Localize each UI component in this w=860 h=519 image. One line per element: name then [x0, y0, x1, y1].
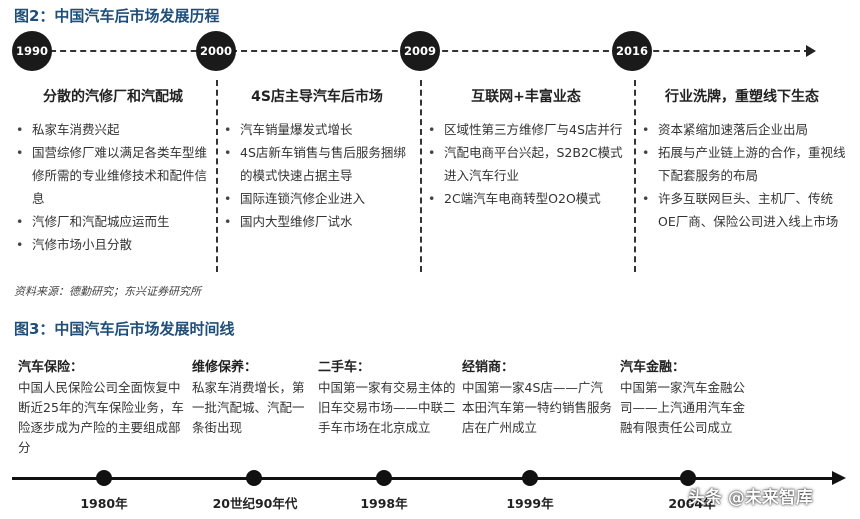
year-label: 2004年 — [668, 496, 716, 511]
era-item: 2C端汽车电商转型O2O模式 — [422, 187, 630, 210]
era-heading: 分散的汽修厂和汽配城 — [43, 89, 183, 105]
event-text: 中国第一家4S店——广汽本田汽车第一特约销售服务店在广州成立 — [462, 380, 613, 435]
era-item: 4S店新车销售与售后服务捆绑的模式快速占据主导 — [218, 141, 416, 187]
era-column-2000: 4S店主导汽车后市场 汽车销量爆发式增长 4S店新车销售与售后服务捆绑的模式快速… — [216, 80, 416, 272]
era-item: 许多互联网巨头、主机厂、传统OE厂商、保险公司进入线上市场 — [636, 187, 848, 233]
year-label: 1980年 — [80, 496, 128, 511]
timeline-arrow-icon — [806, 45, 816, 57]
era-item: 国际连锁汽修企业进入 — [218, 187, 416, 210]
era-item: 私家车消费兴起 — [10, 118, 216, 141]
event-heading: 维修保养： — [192, 360, 258, 375]
event-text: 中国第一家有交易主体的旧车交易市场——中联二手车市场在北京成立 — [318, 380, 456, 435]
year-marker-2009: 2009 — [400, 31, 440, 71]
timeline-axis — [12, 477, 834, 480]
era-item: 汽配电商平台兴起，S2B2C模式进入汽车行业 — [422, 141, 630, 187]
era-item: 汽修市场小且分散 — [10, 233, 216, 256]
year-marker-2000: 2000 — [196, 31, 236, 71]
era-heading: 4S店主导汽车后市场 — [251, 89, 383, 105]
year-label: 1998年 — [360, 496, 408, 511]
era-item: 国内大型维修厂试水 — [218, 210, 416, 233]
event-auto-insurance: 汽车保险： 中国人民保险公司全面恢复中断近25年的汽车保险业务，车险逐步成为产险… — [18, 358, 188, 458]
timeline-dot-1999 — [522, 470, 538, 486]
era-heading: 互联网+丰富业态 — [471, 89, 581, 105]
event-heading: 经销商： — [462, 360, 515, 375]
event-auto-finance: 汽车金融： 中国第一家汽车金融公司——上汽通用汽车金融有限责任公司成立 — [620, 358, 752, 438]
axis-arrow-icon — [832, 471, 846, 485]
era-item: 拓展与产业链上游的合作，重视线下配套服务的布局 — [636, 141, 848, 187]
watermark-text: 头条 @未来智库 — [688, 488, 813, 508]
event-dealer: 经销商： 中国第一家4S店——广汽本田汽车第一特约销售服务店在广州成立 — [462, 358, 612, 438]
era-list: 汽车销量爆发式增长 4S店新车销售与售后服务捆绑的模式快速占据主导 国际连锁汽修… — [218, 118, 416, 233]
event-used-car: 二手车： 中国第一家有交易主体的旧车交易市场——中联二手车市场在北京成立 — [318, 358, 458, 438]
event-text: 中国人民保险公司全面恢复中断近25年的汽车保险业务，车险逐步成为产险的主要组成部… — [18, 380, 184, 455]
era-heading: 行业洗牌，重塑线下生态 — [665, 89, 819, 105]
figure2-title: 图2：中国汽车后市场发展历程 — [14, 7, 220, 25]
event-heading: 汽车金融： — [620, 360, 686, 375]
timeline-dot-1998 — [376, 470, 392, 486]
era-column-2009: 互联网+丰富业态 区域性第三方维修厂与4S店并行 汽配电商平台兴起，S2B2C模… — [420, 80, 630, 272]
era-list: 区域性第三方维修厂与4S店并行 汽配电商平台兴起，S2B2C模式进入汽车行业 2… — [422, 118, 630, 210]
era-item: 汽车销量爆发式增长 — [218, 118, 416, 141]
event-heading: 二手车： — [318, 360, 371, 375]
event-heading: 汽车保险： — [18, 360, 84, 375]
era-item: 国营综修厂难以满足各类车型维修所需的专业维修技术和配件信息 — [10, 141, 216, 210]
timeline-dot-1980 — [96, 470, 112, 486]
year-label: 20世纪90年代 — [212, 496, 298, 511]
era-column-2016: 行业洗牌，重塑线下生态 资本紧缩加速落后企业出局 拓展与产业链上游的合作，重视线… — [634, 80, 848, 272]
era-list: 资本紧缩加速落后企业出局 拓展与产业链上游的合作，重视线下配套服务的布局 许多互… — [636, 118, 848, 233]
era-list: 私家车消费兴起 国营综修厂难以满足各类车型维修所需的专业维修技术和配件信息 汽修… — [10, 118, 216, 256]
year-marker-2016: 2016 — [612, 31, 652, 71]
era-item: 区域性第三方维修厂与4S店并行 — [422, 118, 630, 141]
figure3-title: 图3：中国汽车后市场发展时间线 — [14, 320, 235, 338]
year-label: 1999年 — [506, 496, 554, 511]
timeline-dot-1990s — [246, 470, 262, 486]
event-text: 中国第一家汽车金融公司——上汽通用汽车金融有限责任公司成立 — [620, 380, 746, 435]
source-note: 资料来源：德勤研究；东兴证券研究所 — [14, 285, 201, 298]
timeline-dot-2004 — [680, 470, 696, 486]
event-text: 私家车消费增长，第一批汽配城、汽配一条街出现 — [192, 380, 305, 435]
era-column-1990: 分散的汽修厂和汽配城 私家车消费兴起 国营综修厂难以满足各类车型维修所需的专业维… — [10, 80, 216, 272]
year-marker-1990: 1990 — [12, 31, 52, 71]
event-maintenance: 维修保养： 私家车消费增长，第一批汽配城、汽配一条街出现 — [192, 358, 310, 438]
era-item: 资本紧缩加速落后企业出局 — [636, 118, 848, 141]
era-item: 汽修厂和汽配城应运而生 — [10, 210, 216, 233]
